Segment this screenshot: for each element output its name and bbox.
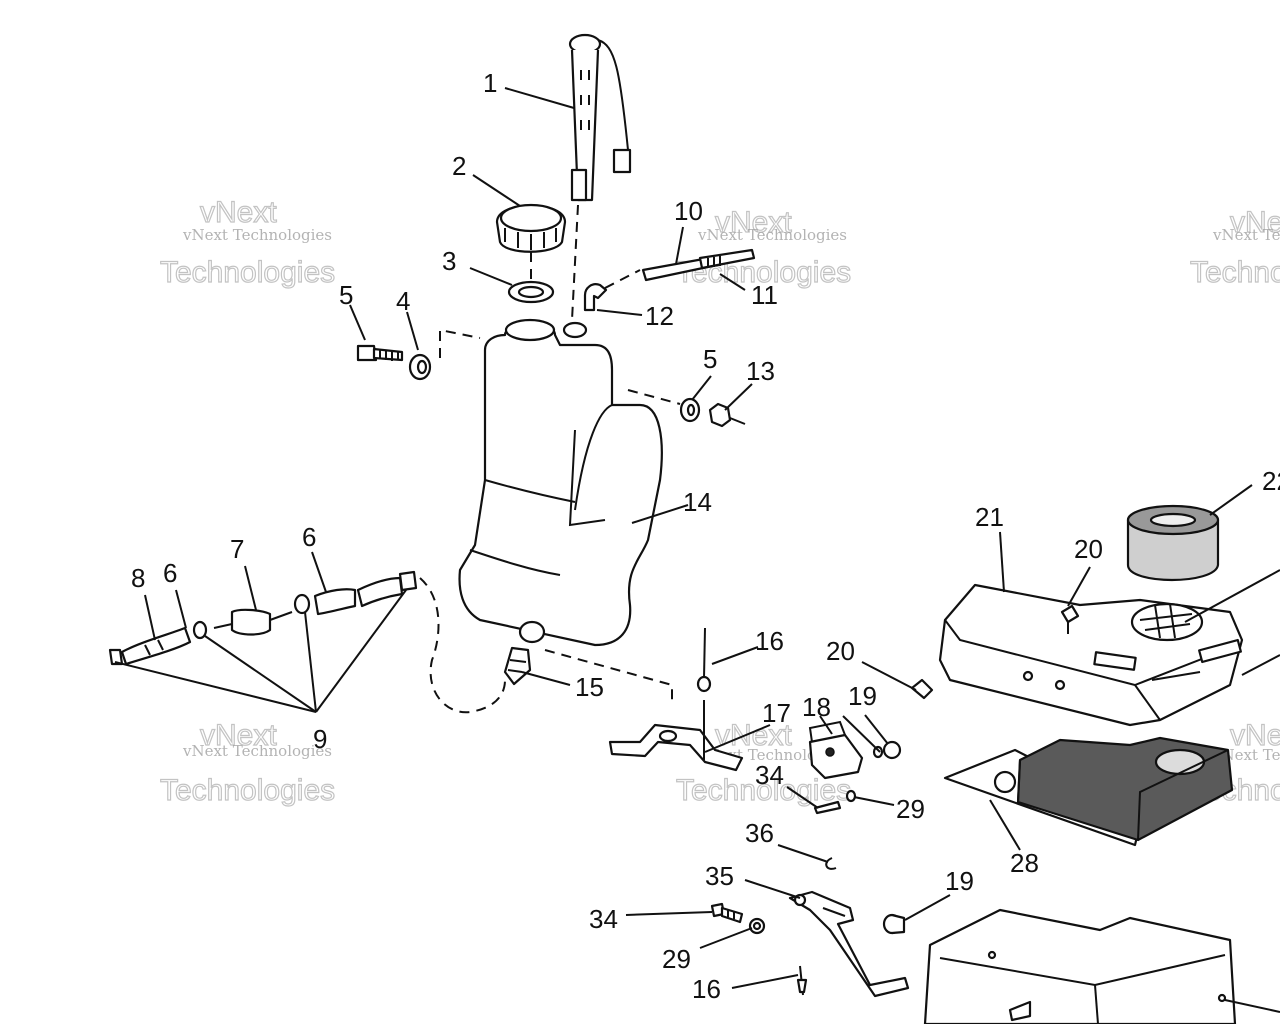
fuel-pump (808, 720, 864, 780)
callout-labels: 1 2 3 5 4 10 11 12 5 13 14 15 7 6 8 6 9 … (131, 68, 1280, 1004)
vent-leader-dash (604, 269, 641, 289)
tank-bracket (608, 700, 744, 772)
washer-left (408, 353, 432, 381)
svg-text:Technologies: Technologies (160, 256, 335, 289)
pin-16-upper (696, 627, 712, 693)
callout-17: 17 (762, 698, 791, 728)
svg-text:vNext: vNext (715, 206, 792, 239)
callout-20b: 20 (1074, 534, 1103, 564)
callout-10: 10 (674, 196, 703, 226)
callout-21: 21 (975, 502, 1004, 532)
callout-28: 28 (1010, 848, 1039, 878)
fuel-gauge-sender (568, 33, 632, 202)
watermark-left-top: vNext vNext Technologies Technologies (159, 195, 335, 289)
fuel-line-assembly (108, 570, 418, 666)
washer-29-lower (748, 917, 766, 935)
callout-16a: 16 (755, 626, 784, 656)
watermark-left-bottom: vNext vNext Technologies Technologies (159, 718, 335, 807)
clip-20-left (910, 678, 934, 700)
svg-text:vNext Technologies: vNext Technologies (1212, 226, 1280, 244)
svg-text:vNext: vNext (1230, 719, 1280, 752)
callout-35: 35 (705, 861, 734, 891)
callout-5a: 5 (339, 280, 353, 310)
watermark-right-top: vNext vNext Technologies Technologies (1189, 205, 1280, 289)
screw-34-upper (813, 789, 857, 815)
vent-elbow-fitting (583, 283, 608, 312)
washer-right (679, 397, 701, 423)
svg-text:vNext: vNext (715, 719, 792, 752)
svg-text:vNext Technologies: vNext Technologies (697, 226, 847, 244)
callout-4: 4 (396, 286, 410, 316)
callout-1: 1 (483, 68, 497, 98)
callout-15: 15 (575, 672, 604, 702)
callout-29a: 29 (896, 794, 925, 824)
storage-box (923, 908, 1237, 1024)
svg-text:vNext Technologies: vNext Technologies (182, 226, 332, 244)
callout-19a: 19 (848, 681, 877, 711)
air-box-lid (938, 583, 1244, 727)
svg-text:vNext: vNext (1230, 206, 1280, 239)
svg-text:vNext: vNext (200, 719, 277, 752)
callout-6a: 6 (302, 522, 316, 552)
svg-text:vNext: vNext (200, 196, 277, 229)
screw-34-lower (710, 902, 744, 924)
gauge-leader-dash (571, 204, 579, 321)
callout-11: 11 (751, 280, 778, 310)
clamp-leader-lines (114, 589, 407, 713)
clip-36 (825, 857, 837, 870)
svg-text:Technologies: Technologies (676, 774, 851, 807)
callout-8: 8 (131, 563, 145, 593)
leader-lines (144, 87, 1280, 1013)
mounting-bolt-left (356, 344, 404, 362)
outlet-to-bracket-dash (544, 649, 673, 705)
cap-gasket (507, 280, 555, 304)
air-box-vent-grille (1130, 602, 1204, 642)
watermark-center-bottom: vNext vNext Technologies Technologies (675, 718, 851, 807)
callout-13: 13 (746, 356, 775, 386)
callout-16b: 16 (692, 974, 721, 1004)
callout-5b: 5 (703, 344, 717, 374)
svg-text:Technologies: Technologies (1190, 256, 1280, 289)
callout-18: 18 (802, 692, 831, 722)
callout-34a: 34 (755, 760, 784, 790)
vent-hose (641, 248, 756, 282)
svg-text:Technologies: Technologies (160, 774, 335, 807)
fuel-tank (458, 318, 663, 647)
svg-text:vNext Technologies: vNext Technologies (182, 742, 332, 760)
air-filter-element (1016, 736, 1234, 842)
callout-3: 3 (442, 246, 456, 276)
tank-outlet-fitting (503, 620, 546, 686)
callout-20a: 20 (826, 636, 855, 666)
callout-22: 22 (1262, 466, 1280, 496)
callout-34b: 34 (589, 904, 618, 934)
callout-9: 9 (313, 724, 327, 754)
callout-6b: 6 (163, 558, 177, 588)
callout-2: 2 (452, 151, 466, 181)
foam-ring (1126, 504, 1220, 582)
clip-20-upper (1060, 604, 1080, 634)
callout-36: 36 (745, 818, 774, 848)
pin-16-lower (796, 965, 808, 996)
callout-12: 12 (645, 301, 674, 331)
watermark-center-top: vNext vNext Technologies Technologies (675, 205, 851, 289)
bushing-19-lower (882, 913, 906, 935)
callout-14: 14 (683, 487, 712, 517)
callout-7: 7 (230, 534, 244, 564)
fuel-cap (495, 203, 567, 253)
callout-19b: 19 (945, 866, 974, 896)
right-mount-dash (627, 389, 681, 405)
lower-bracket (788, 890, 910, 998)
fuel-line-loop-dash (419, 577, 506, 714)
callout-29b: 29 (662, 944, 691, 974)
tank-mount-dash (439, 328, 481, 358)
